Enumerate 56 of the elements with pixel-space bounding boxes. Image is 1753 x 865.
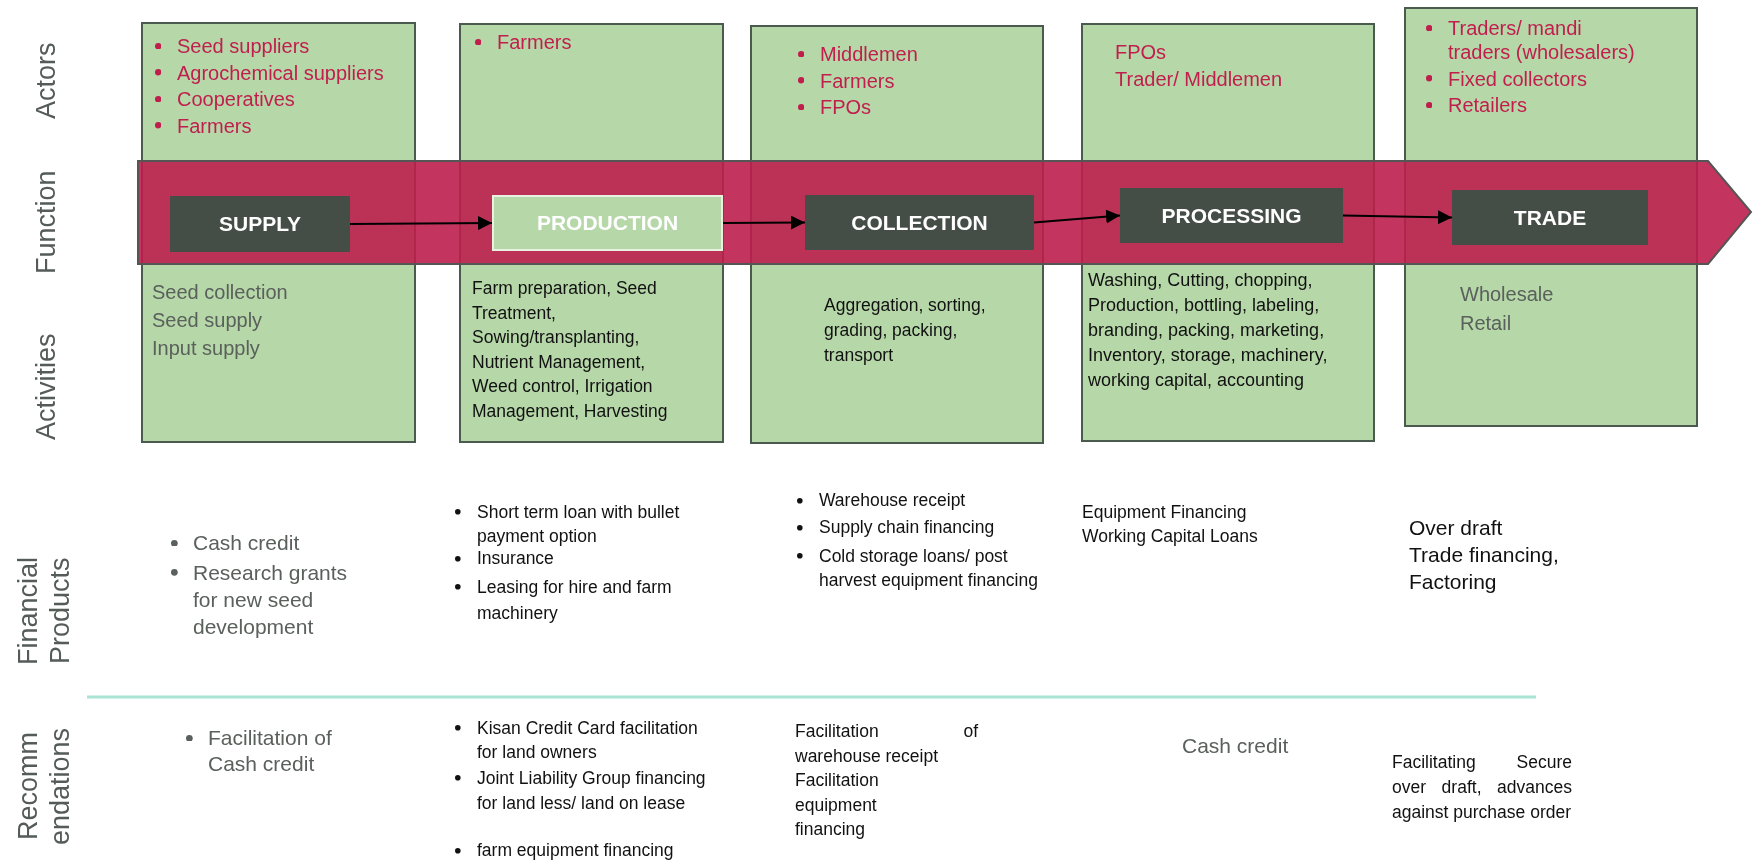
activity-text: Input supply — [152, 336, 261, 361]
activity-text: Seed collection — [152, 280, 289, 305]
list-text: Kisan Credit Card facilitation for land owners — [477, 717, 699, 764]
function-box: PROCESSING — [1120, 188, 1343, 243]
body-text: Facilitating Secure over draft, advances against purchase order — [1392, 751, 1572, 824]
body-text: Factoring — [1409, 569, 1498, 595]
activity-text: Farm preparation, Seed Treatment, Sowing/transplanting, Nutrient Management, Weed control, Irrigation Management, Harvesting — [472, 277, 669, 423]
list-text: Facilitation of Cash credit — [208, 725, 333, 777]
actor-text: Farmers — [820, 68, 896, 93]
activity-text: Aggregation, sorting, grading, packing, transport — [824, 294, 987, 367]
body-text: Equipment Financing — [1082, 502, 1248, 524]
actor-text: Agrochemical suppliers — [177, 60, 385, 85]
function-box: SUPPLY — [170, 196, 350, 252]
list-text: Short term loan with bullet payment option — [477, 501, 681, 548]
function-box: PRODUCTION — [492, 195, 723, 251]
arrow — [349, 216, 493, 231]
actor-text: Middlemen — [820, 42, 919, 66]
actor-text: Seed suppliers — [177, 34, 311, 58]
actor-text: Cooperatives — [177, 87, 296, 111]
list-text: Cash credit — [193, 530, 301, 556]
list-text: Insurance — [477, 548, 555, 570]
row-header: Recomm endations — [12, 726, 76, 847]
body-text: Over draft — [1409, 515, 1504, 541]
activity-text: Washing, Cutting, chopping, Production, bottling, labeling, branding, packing, marketing, Inventory, storage, machinery, working capital, accounting — [1088, 269, 1329, 392]
row-header: Function — [30, 169, 62, 276]
activity-text: Seed supply — [152, 308, 264, 333]
actor-text: Fixed collectors — [1448, 66, 1588, 91]
list-text: Cold storage loans/ post harvest equipment financing — [819, 545, 1039, 592]
list-text: Joint Liability Group financing for land less/ land on lease — [477, 767, 707, 815]
function-box: TRADE — [1452, 190, 1648, 245]
arrow — [722, 215, 806, 230]
actor-text: Traders/ mandi traders (wholesalers) — [1448, 16, 1636, 64]
activity-text: Wholesale — [1460, 282, 1555, 307]
body-text: Working Capital Loans — [1082, 526, 1259, 548]
body-text: Facilitation of warehouse receipt — [795, 720, 978, 768]
body-text: Trade financing, — [1409, 542, 1560, 568]
function-box: COLLECTION — [805, 195, 1034, 250]
arrow — [1033, 209, 1121, 224]
actor-text: FPOs — [1115, 40, 1168, 64]
actor-text: Farmers — [177, 113, 253, 138]
list-text: farm equipment financing — [477, 840, 675, 862]
list-text: Warehouse receipt — [819, 490, 967, 512]
body-text: Cash credit — [1182, 733, 1290, 759]
row-header: Activities — [30, 332, 62, 443]
list-text: Research grants for new seed development — [193, 560, 349, 640]
row-header: Financial Products — [12, 555, 76, 668]
actor-text: FPOs — [820, 95, 873, 119]
actor-text: Trader/ Middlemen — [1115, 66, 1284, 91]
body-text: Facilitation equipment financing — [795, 769, 880, 841]
actor-text: Farmers — [497, 30, 573, 54]
list-text: Supply chain financing — [819, 517, 996, 539]
list-text: Leasing for hire and farm machinery — [477, 576, 673, 625]
row-header: Actors — [30, 41, 62, 122]
arrow — [1342, 210, 1453, 225]
actor-text: Retailers — [1448, 93, 1528, 117]
activity-text: Retail — [1460, 311, 1513, 336]
